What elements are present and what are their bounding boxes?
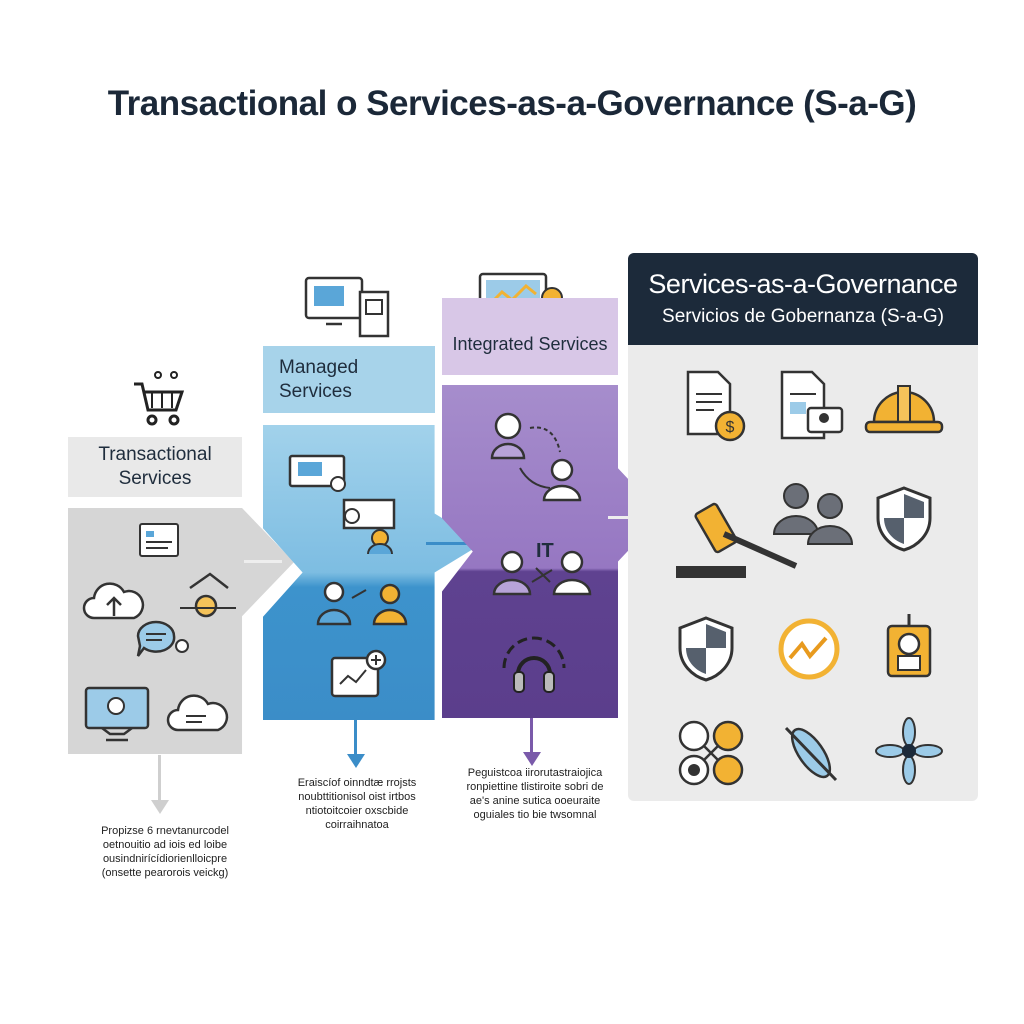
governance-header: Services-as-a-Governance Servicios de Go… bbox=[628, 253, 978, 345]
badge-lock-icon bbox=[886, 614, 932, 678]
network-nodes-icon bbox=[678, 720, 744, 786]
monitor-user-icon bbox=[84, 686, 150, 742]
document-icon bbox=[139, 523, 179, 557]
down-arrow-line bbox=[354, 720, 357, 758]
headset-icon bbox=[502, 636, 566, 693]
cloud-upload-icon bbox=[82, 582, 145, 620]
down-arrow-head bbox=[347, 754, 365, 768]
invoice-coin-icon: $ bbox=[686, 370, 746, 442]
gear-network-icon bbox=[875, 717, 943, 785]
down-arrow-line bbox=[158, 755, 161, 803]
connector-line bbox=[426, 542, 468, 545]
connector-line bbox=[244, 560, 282, 563]
managed-note: Eraiscíof oinndtæ rrojsts noubttitioniso… bbox=[297, 777, 417, 831]
id-document-icon bbox=[780, 370, 844, 440]
hard-hat-icon bbox=[864, 385, 944, 434]
transactional-note: Propizse 6 rnevtanurcodel oetnouitio ad … bbox=[101, 825, 229, 879]
lightbulb-icon bbox=[180, 572, 236, 618]
support-agent-icon bbox=[490, 412, 582, 502]
monitor-documents-icon bbox=[304, 276, 390, 338]
governance-subtitle: Servicios de Gobernanza (S-a-G) bbox=[662, 306, 944, 327]
transactional-services-header: Transactional Services bbox=[68, 437, 242, 497]
page-title: Transactional o Services-as-a-Governance… bbox=[107, 84, 917, 123]
shield-icon bbox=[678, 616, 734, 682]
column-label: Transactional Services bbox=[98, 444, 212, 489]
shield-icon bbox=[876, 486, 932, 552]
integrated-note: Peguistcoa iirorutastraiojica ronpiettin… bbox=[466, 767, 604, 821]
people-collaboration-icon bbox=[316, 581, 408, 626]
tools-icon bbox=[784, 726, 838, 782]
column-label: Managed Services bbox=[279, 356, 359, 402]
it-label: IT bbox=[536, 540, 554, 562]
governance-title: Services-as-a-Governance bbox=[648, 269, 958, 299]
shopping-cart-icon bbox=[134, 371, 185, 426]
gavel-icon bbox=[676, 502, 798, 578]
growth-chart-icon bbox=[778, 618, 840, 680]
column-label: Integrated Services bbox=[452, 333, 608, 354]
cloud-icon bbox=[166, 694, 229, 732]
managed-services-header: Managed Services bbox=[263, 346, 435, 413]
chat-bubble-icon bbox=[136, 620, 189, 657]
two-people-icon bbox=[772, 483, 854, 545]
down-arrow-head bbox=[523, 752, 541, 766]
monitor-add-icon bbox=[330, 649, 387, 698]
integrated-services-header: Integrated Services bbox=[442, 298, 618, 375]
svg-text:$: $ bbox=[726, 419, 735, 436]
down-arrow-line bbox=[530, 718, 533, 756]
it-team-icon bbox=[492, 550, 592, 596]
team-meeting-icon bbox=[288, 454, 396, 555]
down-arrow-head bbox=[151, 800, 169, 814]
